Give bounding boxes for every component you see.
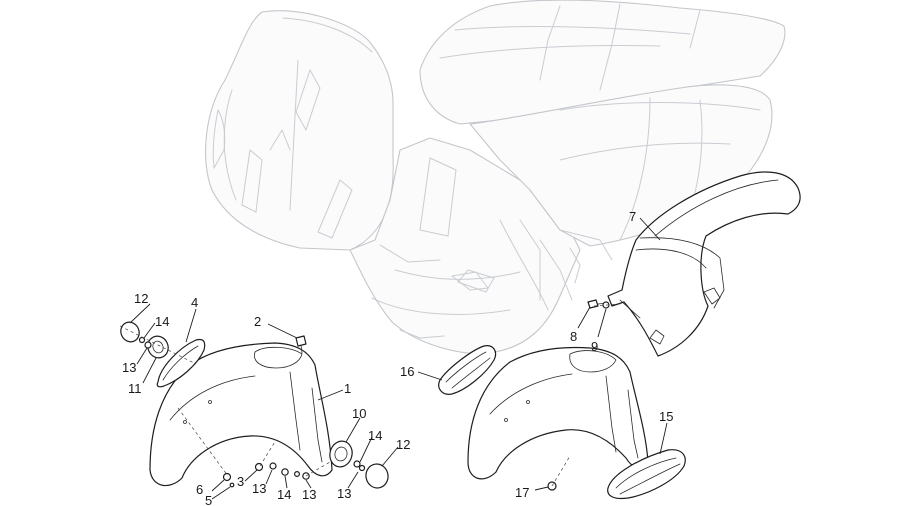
callout-7: 7 bbox=[629, 209, 636, 224]
callout-10: 10 bbox=[352, 406, 366, 421]
rear-mudguard bbox=[607, 171, 801, 357]
cap-assembly-right bbox=[329, 440, 389, 489]
callout-labels: 12 14 13 11 4 2 1 10 14 12 13 6 5 3 13 1… bbox=[122, 209, 673, 506]
callout-11: 11 bbox=[128, 381, 142, 396]
scooter-body-ghost bbox=[205, 0, 786, 355]
callout-12: 12 bbox=[396, 437, 410, 452]
gasket-4 bbox=[156, 338, 206, 388]
callout-8: 8 bbox=[570, 329, 577, 344]
trim-cover-15 bbox=[607, 449, 686, 500]
trim-cover-16 bbox=[438, 345, 497, 395]
callout-14: 14 bbox=[277, 487, 291, 502]
callout-4: 4 bbox=[191, 295, 198, 310]
callout-13: 13 bbox=[252, 481, 266, 496]
callout-6: 6 bbox=[196, 482, 203, 497]
leader-lines bbox=[129, 217, 668, 500]
callout-2: 2 bbox=[254, 314, 261, 329]
callout-12: 12 bbox=[134, 291, 148, 306]
callout-5: 5 bbox=[205, 493, 212, 506]
callout-13: 13 bbox=[122, 360, 136, 375]
callout-3: 3 bbox=[237, 474, 244, 489]
callout-14: 14 bbox=[368, 428, 382, 443]
callout-15: 15 bbox=[659, 409, 673, 424]
front-mudguard-right bbox=[467, 346, 649, 480]
callout-13: 13 bbox=[337, 486, 351, 501]
callout-9: 9 bbox=[591, 339, 598, 354]
callout-13: 13 bbox=[302, 487, 316, 502]
cap-assembly-left bbox=[119, 321, 197, 365]
callout-17: 17 bbox=[515, 485, 529, 500]
callout-16: 16 bbox=[400, 364, 414, 379]
mudguard-hardware bbox=[177, 299, 621, 491]
callout-1: 1 bbox=[344, 381, 351, 396]
callout-14: 14 bbox=[155, 314, 169, 329]
